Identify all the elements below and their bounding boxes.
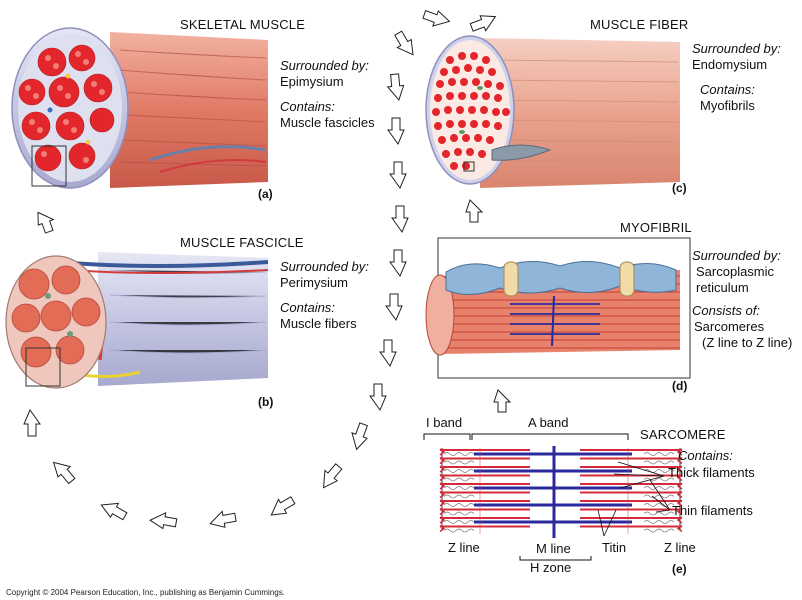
panel-a-contains-label: Contains: [280, 99, 335, 114]
panel-c-letter: (c) [672, 181, 687, 195]
myofibril-title: MYOFIBRIL [620, 220, 692, 235]
titin-coil [443, 511, 475, 516]
panel-e-contains-label: Contains: [678, 448, 733, 463]
titin-coil [643, 494, 675, 499]
panel-c-contains-value: Myofibrils [700, 98, 755, 113]
titin-coil [643, 469, 675, 473]
panel-d-surrounded-label: Surrounded by: [692, 248, 781, 263]
a-band-label: A band [528, 415, 569, 430]
h-zone-label: H zone [530, 560, 572, 575]
titin-coil [443, 477, 475, 482]
skeletal-muscle-illustration [11, 27, 268, 189]
panel-c-contains-label: Contains: [700, 82, 755, 97]
i-band-label: I band [426, 415, 463, 430]
titin-coil [643, 452, 675, 456]
flow-arrows [23, 10, 512, 530]
panel-b-letter: (b) [258, 395, 274, 409]
myofibril-illustration [425, 237, 691, 379]
sarcomere-filament-rows [439, 448, 683, 533]
sarcomere-title: SARCOMERE [640, 427, 726, 442]
panel-a-contains-value: Muscle fascicles [280, 115, 375, 130]
panel-d-consists-value-1: Sarcomeres [694, 319, 765, 334]
titin-coil [443, 452, 475, 456]
panel-d-consists-value-2: (Z line to Z line) [702, 335, 793, 350]
m-line-label: M line [536, 541, 571, 556]
titin-label: Titin [602, 540, 627, 555]
panel-d-surrounded-value-2: reticulum [696, 280, 749, 295]
titin-coil [443, 460, 475, 465]
titin-coil [643, 477, 675, 482]
z-line-left-label: Z line [448, 540, 480, 555]
myofibril-zoom-box [463, 161, 475, 172]
panel-b-contains-value: Muscle fibers [280, 316, 357, 331]
fascicle-zoom-box [31, 145, 67, 187]
titin-coil [643, 460, 675, 465]
panel-c-surrounded-label: Surrounded by: [692, 41, 781, 56]
thin-filaments-label: Thin filaments [672, 503, 753, 518]
muscle-fiber-title: MUSCLE FIBER [590, 17, 689, 32]
titin-coil [443, 469, 475, 473]
panel-d-consists-label: Consists of: [692, 303, 760, 318]
panel-b-surrounded-value: Perimysium [280, 275, 348, 290]
titin-coil [643, 520, 675, 524]
muscle-fascicle-illustration [5, 252, 269, 389]
titin-coil [443, 528, 475, 533]
titin-coil [443, 494, 475, 499]
muscle-fiber-illustration [425, 35, 680, 188]
panel-a-surrounded-label: Surrounded by: [280, 58, 369, 73]
panel-b-surrounded-label: Surrounded by: [280, 259, 369, 274]
panel-b-contains-label: Contains: [280, 300, 335, 315]
fiber-zoom-box [25, 347, 61, 387]
myofibril-dots [432, 52, 510, 170]
panel-d-letter: (d) [672, 379, 688, 393]
titin-coil [443, 486, 475, 490]
panel-a-letter: (a) [258, 187, 273, 201]
panel-e-letter: (e) [672, 562, 687, 576]
titin-coil [643, 486, 675, 490]
panel-c-surrounded-value: Endomysium [692, 57, 768, 72]
skeletal-muscle-title: SKELETAL MUSCLE [180, 17, 306, 32]
titin-coil [443, 503, 475, 507]
panel-a-surrounded-value: Epimysium [280, 74, 344, 89]
muscle-fascicle-title: MUSCLE FASCICLE [180, 235, 304, 250]
sarcomere-illustration [423, 433, 683, 561]
z-line-right-label: Z line [664, 540, 696, 555]
thick-filaments-label: Thick filaments [668, 465, 755, 480]
copyright-notice: Copyright © 2004 Pearson Education, Inc.… [6, 588, 285, 597]
titin-coil [643, 503, 675, 507]
titin-coil [443, 520, 475, 524]
titin-coil [643, 511, 675, 516]
titin-coil [643, 528, 675, 533]
panel-d-surrounded-value-1: Sarcoplasmic [696, 264, 775, 279]
